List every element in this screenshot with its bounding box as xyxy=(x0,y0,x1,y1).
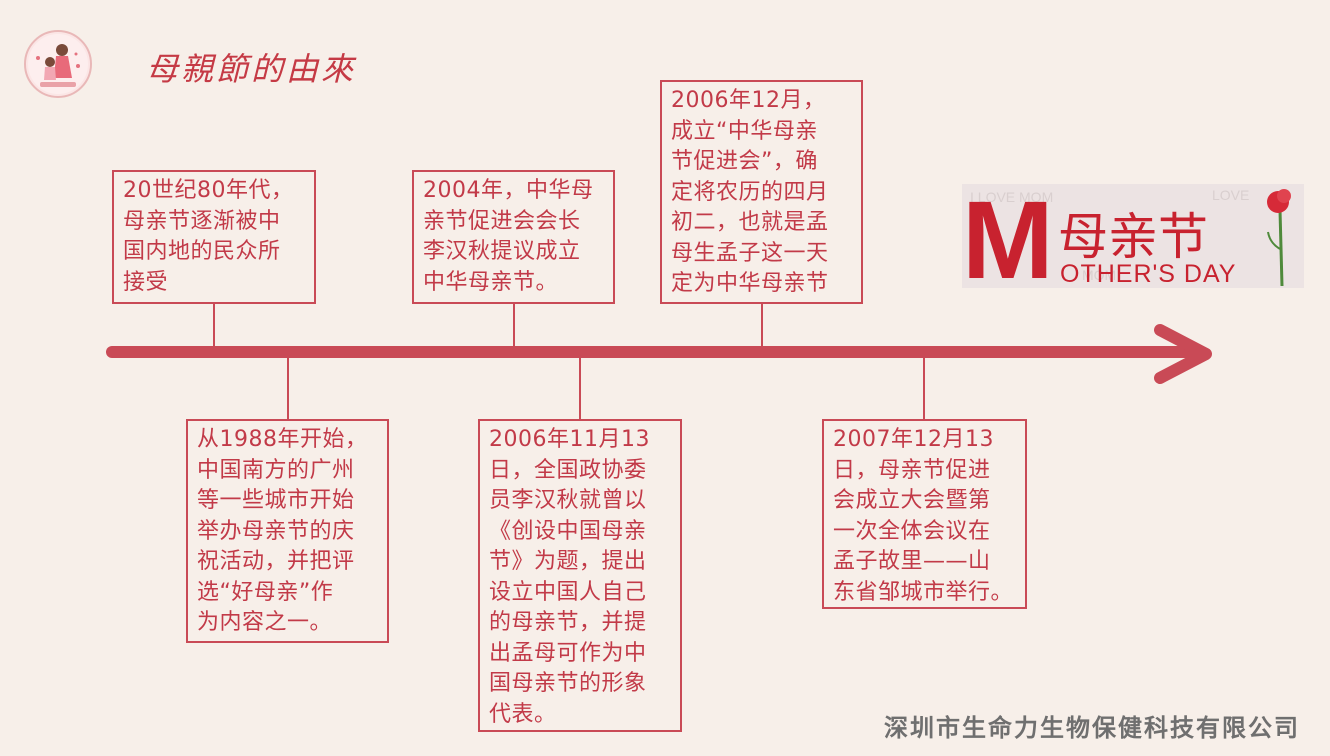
svg-text:I LOVE MOM: I LOVE MOM xyxy=(970,189,1053,205)
event-2006-nov: 2006年11月13 日，全国政协委 员李汉秋就曾以 《创设中国母亲 节》为题，… xyxy=(478,419,682,732)
event-2004: 2004年，中华母 亲节促进会会长 李汉秋提议成立 中华母亲节。 xyxy=(412,170,615,304)
svg-text:LOVE: LOVE xyxy=(1212,187,1249,203)
svg-text:MOM: MOM xyxy=(1082,267,1116,283)
carnation-icon xyxy=(1267,189,1291,287)
event-1980s: 20世纪80年代， 母亲节逐渐被中 国内地的民众所 接受 xyxy=(112,170,316,304)
page-title: 母親節的由來 xyxy=(146,50,357,88)
event-1988: 从1988年开始， 中国南方的广州 等一些城市开始 举办母亲节的庆 祝活动，并把… xyxy=(186,419,389,643)
mother-child-icon xyxy=(28,34,88,94)
brand-chinese: 母亲节 xyxy=(1058,208,1208,266)
event-2007-dec: 2007年12月13 日，母亲节促进 会成立大会暨第 一次全体会议在 孟子故里—… xyxy=(822,419,1027,609)
mothers-day-logo: I LOVE MOM MOM LOVE M 母亲节 OTHER'S DAY xyxy=(962,179,1304,302)
mother-child-logo xyxy=(24,30,92,98)
timeline-arrowhead xyxy=(1154,324,1212,384)
brand-english: OTHER'S DAY xyxy=(1060,260,1236,288)
company-name: 深圳市生命力生物保健科技有限公司 xyxy=(884,714,1300,742)
event-2006-dec: 2006年12月， 成立“中华母亲 节促进会”，确 定将农历的四月 初二，也就是… xyxy=(660,80,863,304)
brand-big-letter: M xyxy=(962,180,1054,290)
mothers-day-graphic: I LOVE MOM MOM LOVE M 母亲节 OTHER'S DAY xyxy=(962,179,1304,302)
